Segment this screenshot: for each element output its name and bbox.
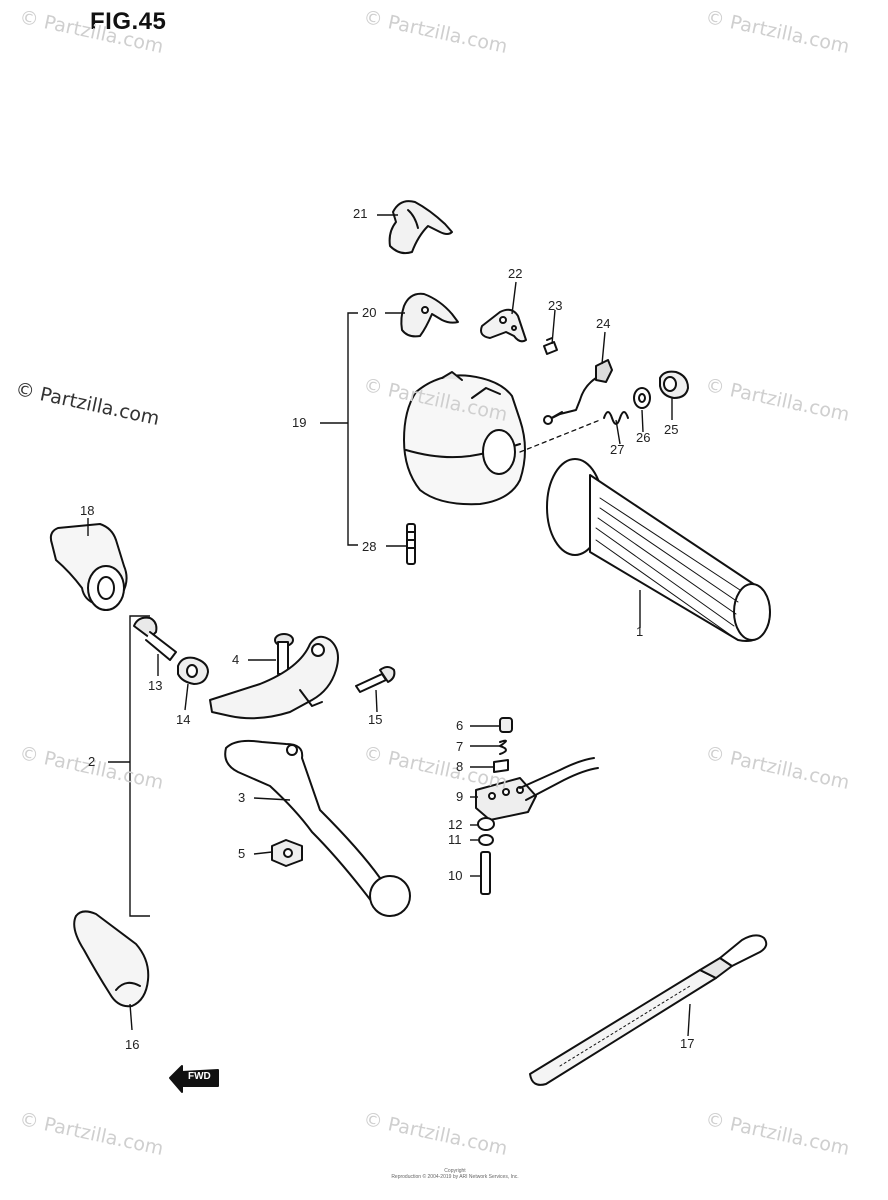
part-label-26[interactable]: 26 <box>636 430 651 445</box>
part-20-cover <box>400 292 459 338</box>
part-label-24[interactable]: 24 <box>596 316 611 331</box>
part-label-8[interactable]: 8 <box>456 759 464 774</box>
part-7-spring <box>499 739 507 755</box>
part-label-16[interactable]: 16 <box>125 1037 140 1052</box>
part-label-12[interactable]: 12 <box>448 817 463 832</box>
copyright-line2: Reproduction © 2004-2019 by ARI Network … <box>391 1174 519 1180</box>
part-14-nut <box>177 656 209 685</box>
part-11-washer <box>478 834 494 846</box>
part-6-cap <box>499 717 513 733</box>
part-label-28[interactable]: 28 <box>362 539 377 554</box>
part-12-washer <box>477 817 495 831</box>
part-label-3[interactable]: 3 <box>238 790 246 805</box>
copyright: Copyright Reproduction © 2004-2019 by AR… <box>385 1168 525 1180</box>
part-label-18[interactable]: 18 <box>80 503 95 518</box>
part-label-21[interactable]: 21 <box>353 206 368 221</box>
figure-title: FIG.45 <box>90 8 167 35</box>
part-10-bolt <box>480 851 491 895</box>
part-22-lever <box>480 308 527 343</box>
part-16-boot <box>73 910 150 1008</box>
fwd-arrow-icon <box>169 1065 219 1093</box>
part-1-grip <box>546 458 771 642</box>
part-23-screw <box>543 337 558 355</box>
fwd-label: FWD <box>188 1071 211 1082</box>
part-28-screw <box>406 523 416 565</box>
part-5-nut <box>271 839 303 867</box>
part-label-11[interactable]: 11 <box>448 832 462 847</box>
copyright-line1: Copyright <box>444 1168 466 1174</box>
leader-lines <box>87 214 691 1037</box>
part-label-22[interactable]: 22 <box>508 266 523 281</box>
part-label-15[interactable]: 15 <box>368 712 383 727</box>
part-label-5[interactable]: 5 <box>238 846 246 861</box>
part-label-14[interactable]: 14 <box>176 712 191 727</box>
part-label-9[interactable]: 9 <box>456 789 464 804</box>
part-label-19[interactable]: 19 <box>292 415 307 430</box>
part-3-lever <box>224 739 411 917</box>
part-21-cover <box>388 200 453 255</box>
part-4-bolt <box>274 633 294 675</box>
part-13-bolt <box>133 616 177 661</box>
part-8-screw <box>493 759 509 773</box>
part-label-23[interactable]: 23 <box>548 298 563 313</box>
part-24-choke-lever <box>543 359 613 425</box>
part-label-6[interactable]: 6 <box>456 718 464 733</box>
part-label-27[interactable]: 27 <box>610 442 625 457</box>
part-label-1[interactable]: 1 <box>636 624 644 639</box>
part-label-13[interactable]: 13 <box>148 678 163 693</box>
part-25-nut <box>659 370 689 399</box>
part-9-bracket <box>475 757 599 821</box>
part-15-bolt <box>355 666 396 693</box>
part-26-washer <box>633 387 651 409</box>
part-label-25[interactable]: 25 <box>664 422 679 437</box>
part-17-strap <box>529 934 768 1086</box>
part-18-boot <box>49 523 128 611</box>
part-label-2[interactable]: 2 <box>88 754 96 769</box>
part-label-17[interactable]: 17 <box>680 1036 695 1051</box>
part-label-10[interactable]: 10 <box>448 868 463 883</box>
part-label-7[interactable]: 7 <box>456 739 464 754</box>
part-label-20[interactable]: 20 <box>362 305 377 320</box>
part-19-switch-housing <box>403 371 601 506</box>
part-label-4[interactable]: 4 <box>232 652 240 667</box>
lever-holder <box>209 635 339 720</box>
